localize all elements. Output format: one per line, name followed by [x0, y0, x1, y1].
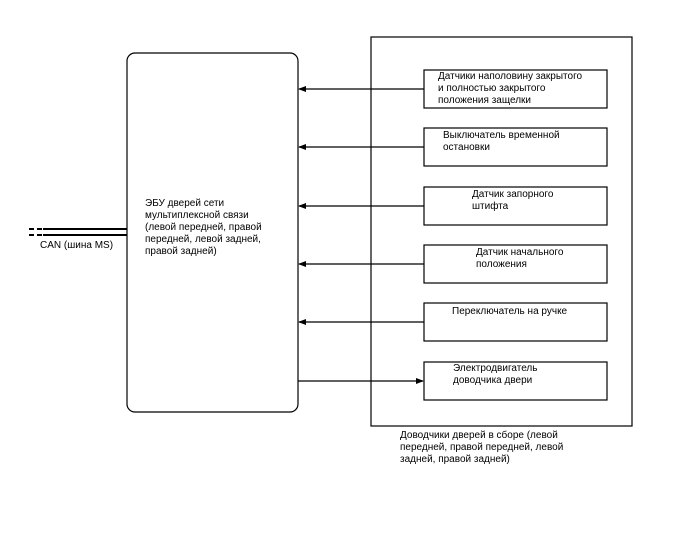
component-box-closer-motor: [423, 361, 608, 401]
component-label-closer-motor: Электродвигатель доводчика двери: [453, 363, 538, 386]
component-label-pause-switch: Выключатель временной остановки: [443, 130, 560, 153]
can-bus-label: CAN (шина MS): [40, 240, 114, 251]
component-label-latch-sensors: Датчики наполовину закрытого и полностью…: [438, 71, 583, 106]
component-box-latch-sensors: [423, 69, 608, 109]
ecu-block: [126, 52, 299, 413]
component-label-home-position-sensor: Датчик начального положения: [476, 247, 564, 270]
ecu-label: ЭБУ дверей сети мультиплексной связи (ле…: [145, 198, 262, 257]
can-bus-lines: [29, 228, 127, 236]
component-label-striker-sensor: Датчик запорного штифта: [472, 189, 554, 212]
assembly-label: Доводчики дверей в сборе (левой передней…: [400, 430, 564, 465]
door-closer-assembly-frame: [370, 36, 633, 427]
component-box-pause-switch: [423, 127, 608, 167]
component-label-handle-switch: Переключатель на ручке: [452, 306, 568, 317]
